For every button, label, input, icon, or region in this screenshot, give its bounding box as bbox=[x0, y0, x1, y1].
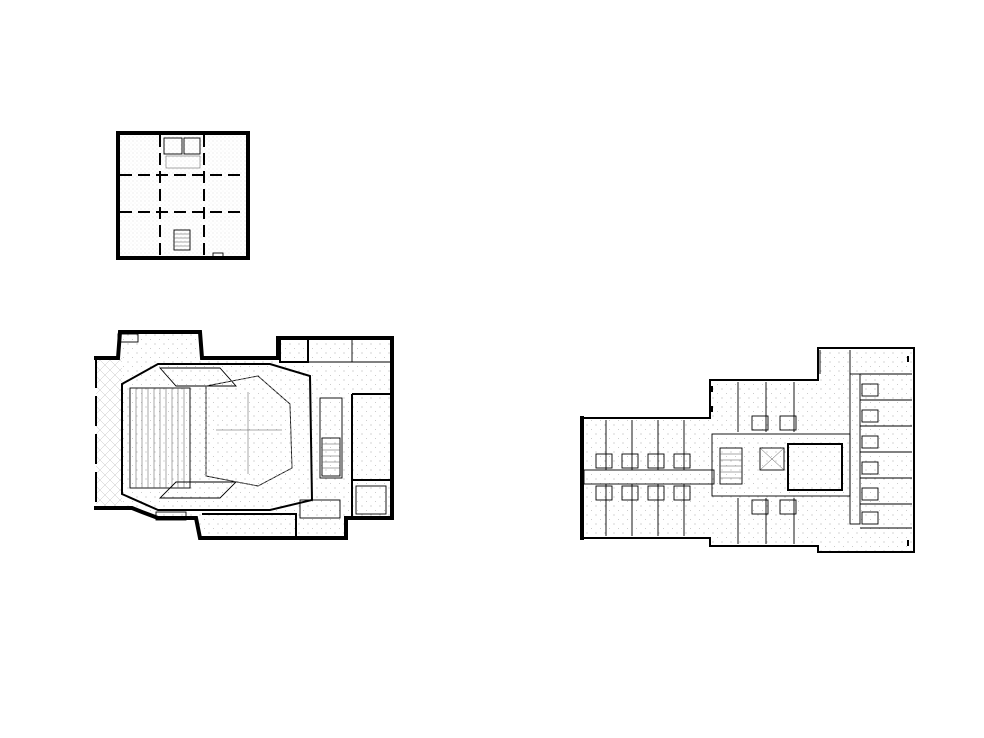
north-wing-rooms bbox=[737, 382, 795, 544]
west-wing-rooms bbox=[605, 420, 685, 536]
hotel-outer-walls bbox=[581, 347, 915, 553]
villa-floor bbox=[118, 133, 248, 258]
villa-outer-walls bbox=[116, 131, 250, 260]
east-wing-rooms bbox=[819, 350, 912, 529]
theatre-plan bbox=[94, 330, 394, 540]
hotel-window-marks bbox=[711, 356, 909, 546]
villa-plan bbox=[116, 131, 250, 260]
hotel-corridors bbox=[583, 373, 861, 525]
staircase-icon bbox=[173, 229, 191, 251]
hotel-floor bbox=[582, 348, 914, 552]
hotel-lounge bbox=[787, 443, 843, 491]
villa-core bbox=[163, 137, 201, 169]
west-foyer bbox=[96, 358, 122, 508]
elevator-icon bbox=[759, 447, 785, 471]
doorway-icon bbox=[212, 252, 224, 260]
villa-inner-walls bbox=[120, 135, 246, 256]
stage-icon bbox=[205, 375, 293, 487]
backstage-rooms bbox=[202, 338, 392, 538]
hotel-plan bbox=[580, 347, 915, 553]
staircase-icon bbox=[321, 437, 341, 477]
theatre-entrances bbox=[117, 333, 187, 521]
bathroom-pod-icon bbox=[595, 383, 879, 525]
theatre-floor bbox=[96, 332, 392, 538]
staircase-icon bbox=[719, 447, 743, 485]
theatre-outer-walls bbox=[94, 330, 394, 540]
